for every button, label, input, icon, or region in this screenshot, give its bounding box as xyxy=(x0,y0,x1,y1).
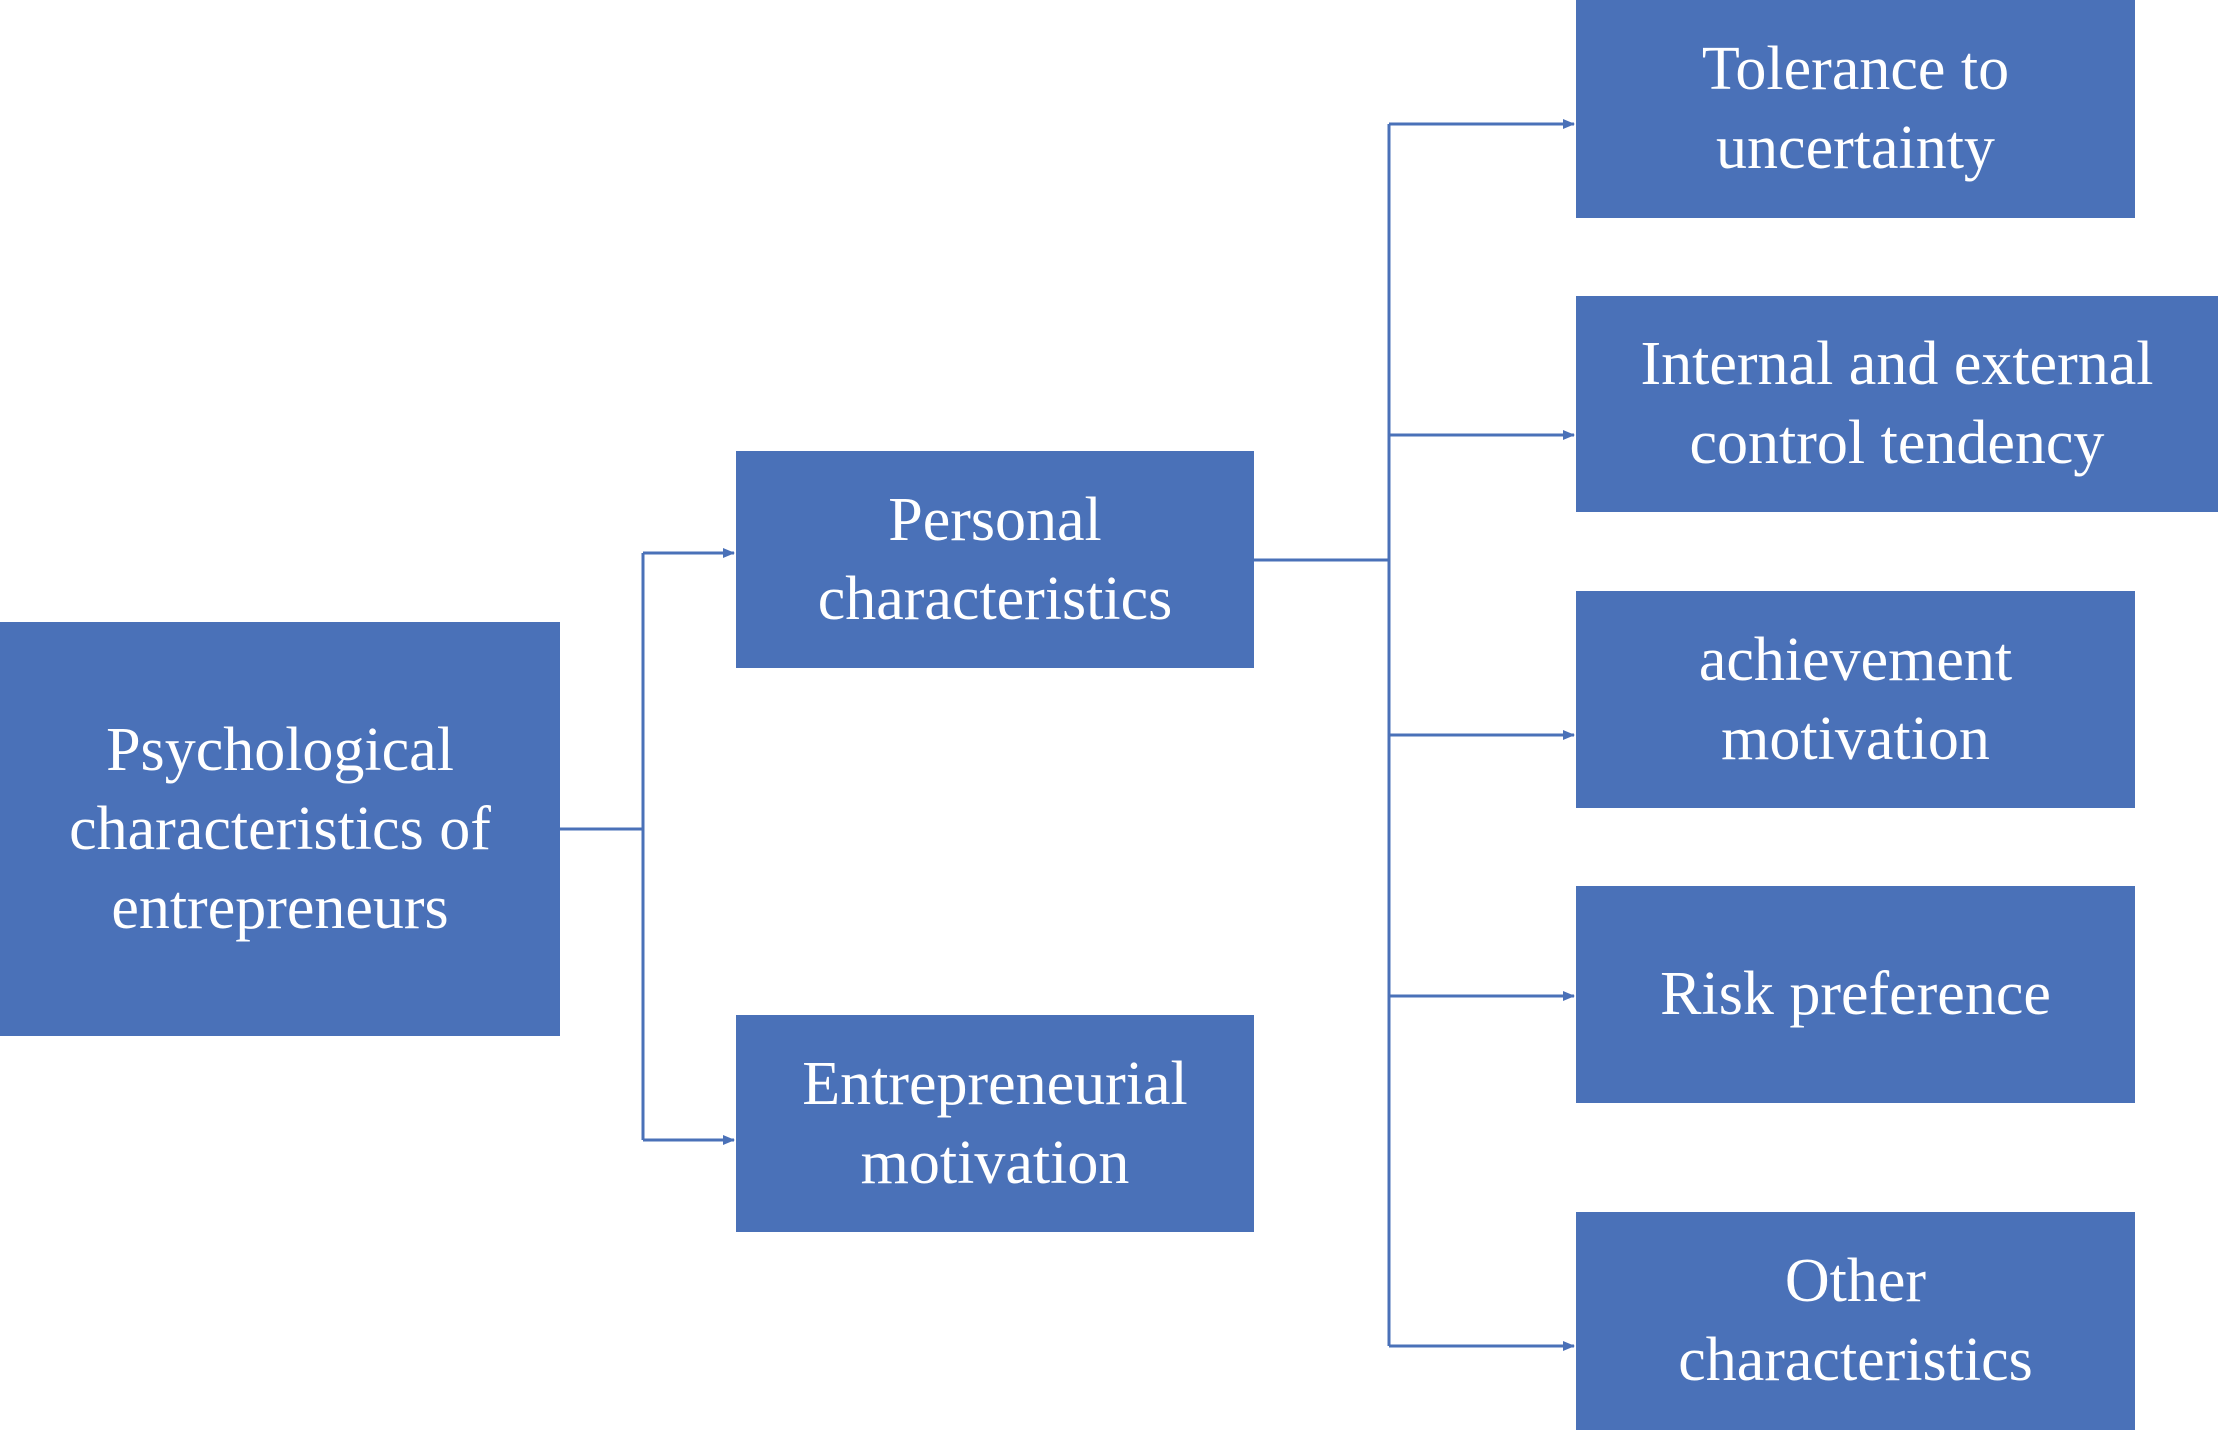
node-label: Psychological characteristics of entrepr… xyxy=(69,715,491,942)
node-personal-characteristics: Personal characteristics xyxy=(736,451,1254,668)
node-risk-preference: Risk preference xyxy=(1576,886,2135,1103)
node-label: Personal characteristics xyxy=(817,485,1173,633)
node-entrepreneurial-motivation: Entrepreneurial motivation xyxy=(736,1015,1254,1232)
node-label: Tolerance to uncertainty xyxy=(1701,35,2010,182)
node-label: Entrepreneurial motivation xyxy=(802,1049,1188,1197)
node-label: Other characteristics xyxy=(1678,1247,2033,1394)
node-label: Risk preference xyxy=(1660,960,2051,1028)
node-other-characteristics: Other characteristics xyxy=(1576,1212,2135,1430)
node-tolerance-to-uncertainty: Tolerance to uncertainty xyxy=(1576,0,2135,218)
node-control-tendency: Internal and external control tendency xyxy=(1576,296,2218,512)
node-psychological-characteristics: Psychological characteristics of entrepr… xyxy=(0,622,560,1036)
node-label: Internal and external control tendency xyxy=(1640,330,2154,477)
node-achievement-motivation: achievement motivation xyxy=(1576,591,2135,808)
node-label: achievement motivation xyxy=(1698,625,2013,773)
